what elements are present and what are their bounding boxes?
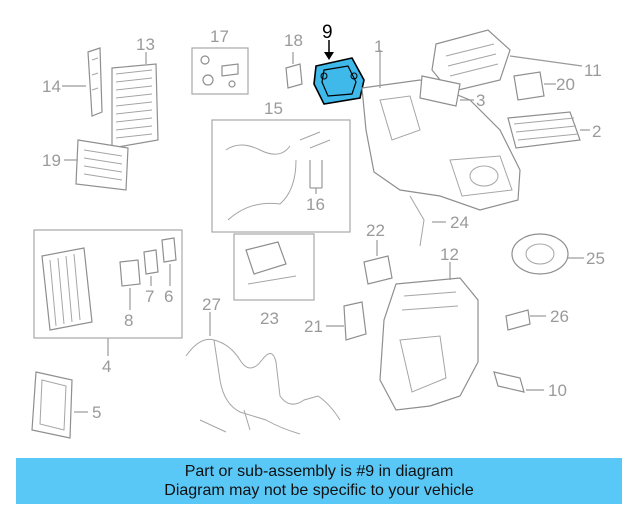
- part-25-blower: [511, 233, 584, 275]
- part-21-cover: [326, 301, 367, 341]
- part-2-filter: [507, 111, 590, 149]
- callout-24: 24: [450, 213, 469, 232]
- callout-2: 2: [592, 122, 601, 141]
- part-6-sensor: [161, 237, 177, 286]
- part-18-clip: [285, 52, 303, 89]
- banner-line-2: Diagram may not be specific to your vehi…: [164, 482, 474, 499]
- callout-23: 23: [260, 309, 279, 328]
- part-12-lower-housing: [379, 262, 479, 411]
- part-11-actuator-module: [431, 29, 583, 93]
- callout-5: 5: [92, 403, 101, 422]
- callout-7: 7: [145, 287, 154, 306]
- part-8-sensor: [119, 259, 141, 310]
- part-14-bracket: [62, 47, 103, 117]
- callout-18: 18: [284, 31, 303, 50]
- part-24-hose: [409, 195, 446, 247]
- group-box-23: [233, 233, 315, 301]
- callout-20: 20: [556, 75, 575, 94]
- part-5-seal: [31, 371, 88, 439]
- callout-10: 10: [548, 381, 567, 400]
- part-evaporator: [41, 247, 93, 331]
- parts-diagram: 1 2 3 4 5 6 7 8 9 10 11 12 13 14 15 16 1…: [31, 22, 605, 439]
- callout-15: 15: [264, 99, 283, 118]
- group-box-17: [191, 47, 249, 95]
- part-26-filter-cover: [505, 309, 546, 331]
- part-1-housing: [361, 50, 521, 211]
- callout-4: 4: [102, 357, 111, 376]
- banner-line-1: Part or sub-assembly is #9 in diagram: [184, 463, 454, 480]
- callout-13: 13: [136, 35, 155, 54]
- callout-19: 19: [42, 151, 61, 170]
- callout-11: 11: [584, 61, 602, 80]
- part-22-actuator: [363, 240, 393, 285]
- part-15-tubes: [225, 131, 331, 221]
- group-box-15: [211, 119, 351, 233]
- callout-6: 6: [164, 287, 173, 306]
- callout-25: 25: [586, 249, 605, 268]
- callout-16: 16: [306, 195, 325, 214]
- callout-8: 8: [124, 311, 133, 330]
- part-13-heater-core: [111, 52, 159, 149]
- callout-14: 14: [42, 77, 61, 96]
- part-27-wiring-harness: [185, 312, 341, 435]
- callout-26: 26: [550, 307, 569, 326]
- callout-12: 12: [440, 245, 459, 264]
- callout-3: 3: [476, 91, 485, 110]
- part-23-bracket: [245, 241, 297, 285]
- callout-9: 9: [322, 22, 333, 43]
- part-9-highlight: [313, 40, 365, 105]
- part-19-core: [64, 139, 129, 191]
- callout-17: 17: [210, 27, 229, 46]
- callout-labels: 1 2 3 4 5 6 7 8 9 10 11 12 13 14 15 16 1…: [42, 22, 605, 422]
- part-20-actuator: [513, 71, 556, 101]
- callout-27: 27: [202, 295, 221, 314]
- part-10-sensor: [493, 371, 544, 393]
- callout-21: 21: [304, 317, 323, 336]
- callout-1: 1: [374, 37, 383, 56]
- part-17-fasteners: [200, 55, 239, 88]
- info-banner: Part or sub-assembly is #9 in diagram Di…: [16, 458, 622, 504]
- callout-22: 22: [366, 221, 385, 240]
- part-7-sensor: [143, 249, 159, 286]
- part-3-actuator: [419, 75, 474, 107]
